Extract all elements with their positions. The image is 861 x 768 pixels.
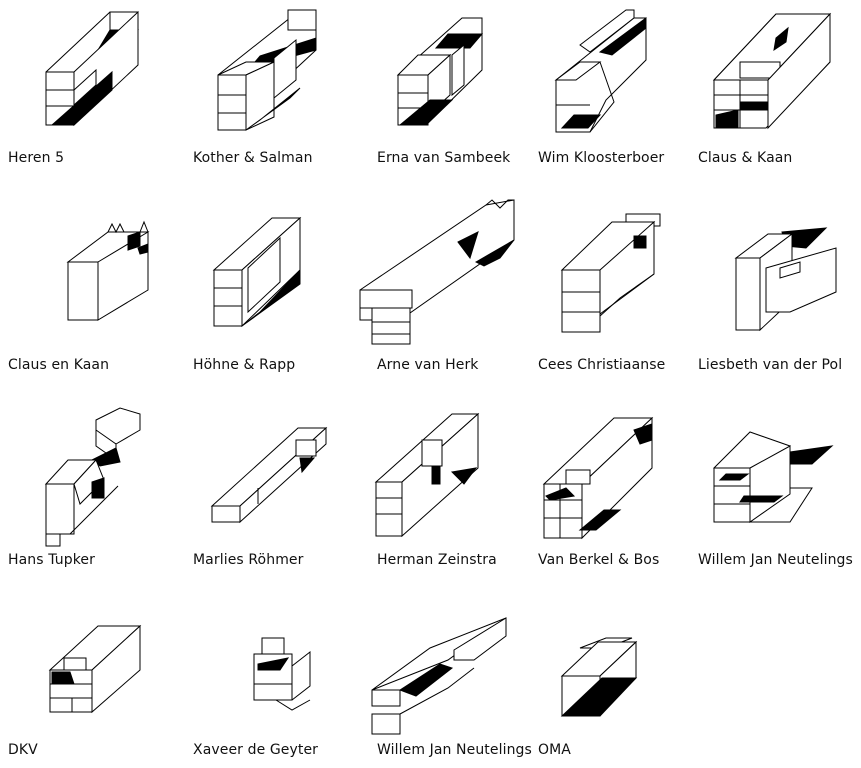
isometric-block-diagram bbox=[210, 426, 328, 524]
caption: Hans Tupker bbox=[8, 552, 95, 568]
caption: Arne van Herk bbox=[377, 357, 479, 373]
caption: Xaveer de Geyter bbox=[193, 742, 319, 758]
caption: Erna van Sambeek bbox=[377, 150, 511, 166]
isometric-block-diagram bbox=[374, 412, 480, 538]
isometric-block-diagram bbox=[217, 9, 317, 131]
caption: DKV bbox=[8, 742, 38, 758]
isometric-block-diagram bbox=[212, 216, 302, 328]
isometric-block-diagram bbox=[713, 431, 834, 523]
isometric-block-diagram bbox=[734, 227, 837, 332]
caption: Herman Zeinstra bbox=[377, 552, 497, 568]
isometric-block-diagram bbox=[560, 213, 661, 333]
isometric-block-diagram bbox=[396, 17, 484, 126]
caption: Willem Jan Neutelings bbox=[377, 742, 532, 758]
caption: Kother & Salman bbox=[193, 150, 313, 166]
isometric-block-diagram bbox=[359, 199, 515, 345]
isometric-block-diagram bbox=[66, 220, 150, 321]
isometric-block-diagram bbox=[542, 416, 654, 540]
caption: Willem Jan Neutelings bbox=[698, 552, 853, 568]
caption: Höhne & Rapp bbox=[193, 357, 296, 373]
isometric-block-diagram bbox=[253, 637, 311, 711]
isometric-block-diagram bbox=[560, 637, 638, 717]
caption: Claus & Kaan bbox=[698, 150, 793, 166]
caption: Wim Kloosterboer bbox=[538, 150, 665, 166]
caption: Van Berkel & Bos bbox=[538, 552, 660, 568]
isometric-block-diagram bbox=[371, 617, 507, 735]
caption: Cees Christiaanse bbox=[538, 357, 666, 373]
isometric-block-diagram bbox=[712, 12, 832, 130]
caption: Liesbeth van der Pol bbox=[698, 357, 843, 373]
isometric-block-diagram bbox=[44, 407, 141, 547]
caption: Claus en Kaan bbox=[8, 357, 110, 373]
caption: OMA bbox=[538, 742, 571, 758]
caption: Heren 5 bbox=[8, 150, 65, 166]
isometric-block-diagram bbox=[554, 9, 647, 133]
caption: Marlies Röhmer bbox=[193, 552, 304, 568]
isometric-block-diagram bbox=[48, 624, 142, 714]
isometric-block-diagram bbox=[45, 10, 139, 127]
